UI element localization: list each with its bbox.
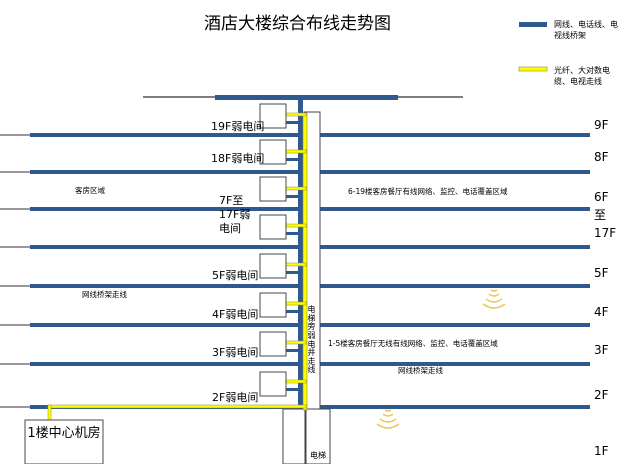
- shaft-vertical-label: 电梯旁弱电井走线: [307, 305, 316, 375]
- central-room-label: 1楼中心机房: [27, 426, 101, 441]
- coverage-6-19-label: 6-19楼客房餐厅有线网络、监控、电话覆盖区域: [348, 187, 508, 196]
- weak-room-box-5f: [259, 253, 287, 279]
- legend-swatch-fiber: [518, 66, 548, 72]
- floor-label-1f: 1F: [594, 444, 609, 458]
- roof-tray: [215, 95, 398, 100]
- weak-room-label-19f: 19F弱电间: [211, 120, 265, 133]
- legend-swatch-tray: [519, 22, 547, 27]
- central-room-box: [24, 419, 104, 464]
- weak-room-box-2f: [259, 371, 287, 397]
- weak-room-box-19f: [259, 103, 287, 129]
- floor-label-9f: 9F: [594, 118, 609, 132]
- legend-fiber-label: 光纤、大对数电缆、电视走线: [554, 66, 610, 86]
- page-title: 酒店大楼综合布线走势图: [204, 14, 391, 34]
- floor-label-6f: 6F: [594, 190, 609, 204]
- weak-room-label-18f: 18F弱电间: [211, 152, 265, 165]
- floor-label-5f: 5F: [594, 266, 609, 280]
- floor-label-to: 至: [594, 208, 607, 222]
- floor-label-2f: 2F: [594, 388, 609, 402]
- elevator-label: 电梯: [310, 451, 326, 460]
- wifi-icon: [482, 289, 506, 309]
- weak-room-box-7f-17f-b: [259, 214, 287, 240]
- tray-route-right-label: 网线桥架走线: [398, 366, 443, 375]
- weak-room-label-4f: 4F弱电间: [212, 308, 259, 321]
- weak-room-label-3f: 3F弱电间: [212, 346, 259, 359]
- weak-room-label-2f: 2F弱电间: [212, 391, 259, 404]
- weak-room-box-3f: [259, 331, 287, 357]
- fiber-riser: [47, 112, 308, 421]
- floor-label-3f: 3F: [594, 343, 609, 357]
- floor-label-4f: 4F: [594, 305, 609, 319]
- elevator-car-2: [305, 408, 331, 464]
- weak-room-box-7f-17f: [259, 176, 287, 202]
- wifi-icon: [376, 409, 400, 429]
- tray-route-left-label: 网线桥架走线: [82, 290, 127, 299]
- floor-label-17f: 17F: [594, 226, 617, 240]
- legend-tray-label: 网线、电话线、电视线桥架: [554, 20, 618, 40]
- riser-tray: [298, 97, 303, 410]
- weak-room-label-5f: 5F弱电间: [212, 269, 259, 282]
- floor-label-8f: 8F: [594, 150, 609, 164]
- guest-area-label: 客房区域: [75, 186, 105, 195]
- weak-room-box-4f: [259, 292, 287, 318]
- elevator-car: [282, 408, 306, 464]
- weak-room-label-7f-17f: 7F至17F弱电间: [219, 194, 251, 235]
- coverage-1-5-label: 1-5楼客房餐厅无线有线网络、监控、电话覆盖区域: [328, 339, 498, 348]
- weak-room-box-18f: [259, 139, 287, 165]
